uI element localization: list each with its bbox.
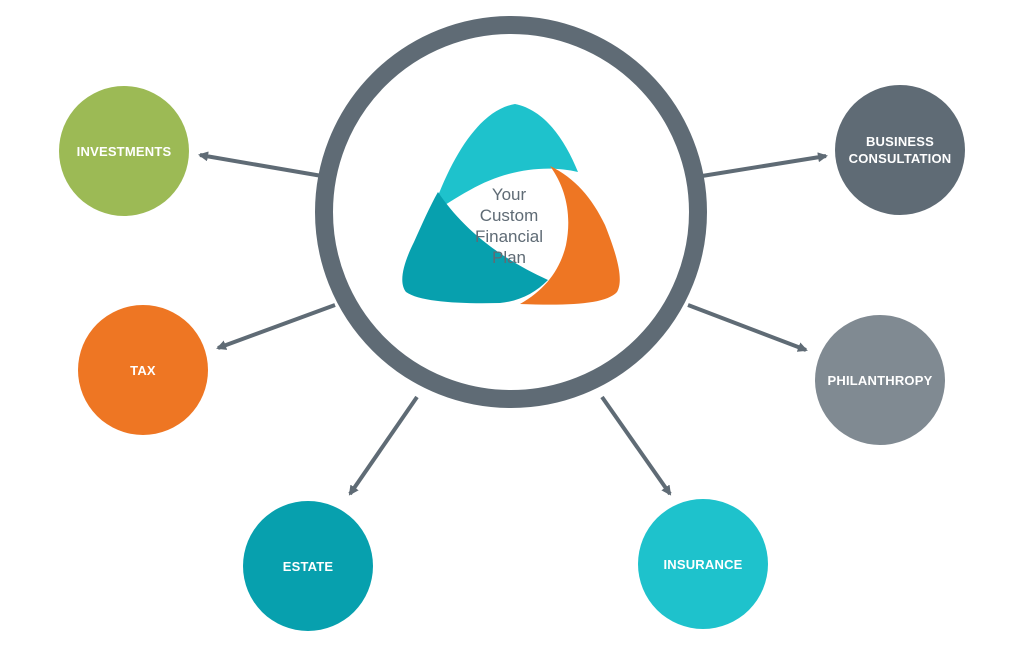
triangle-segment-teal [432,104,578,212]
node-business-consultation[interactable]: BUSINESS CONSULTATION [835,85,965,215]
node-estate-circle [243,501,373,631]
arrow-to-tax [216,303,336,350]
center-title-line: Financial [475,227,543,246]
node-business-consultation-label: CONSULTATION [849,151,952,166]
node-investments-circle [59,86,189,216]
node-estate[interactable]: ESTATE [243,501,373,631]
triangle-logo [402,104,620,305]
node-business-consultation-circle [835,85,965,215]
center-title-line: Your [492,185,527,204]
arrow-to-insurance [600,395,672,496]
node-tax-circle [78,305,208,435]
center-title: Your Custom Financial Plan [475,185,543,267]
node-tax[interactable]: TAX [78,305,208,435]
node-insurance-circle [638,499,768,629]
triangle-segment-dark-teal [402,192,548,304]
center-title-line: Plan [492,248,526,267]
node-philanthropy[interactable]: PHILANTHROPY [815,315,945,445]
node-insurance-label: INSURANCE [663,557,742,572]
node-insurance[interactable]: INSURANCE [638,499,768,629]
center-title-line: Custom [480,206,539,225]
connector-arrows [198,151,828,496]
arrow-to-estate [348,395,419,496]
node-estate-label: ESTATE [283,559,334,574]
node-investments[interactable]: INVESTMENTS [59,86,189,216]
triangle-inner [458,175,558,268]
node-philanthropy-circle [815,315,945,445]
arrow-to-philanthropy [687,303,808,352]
triangle-segment-orange [520,166,620,305]
node-tax-label: TAX [130,363,156,378]
node-philanthropy-label: PHILANTHROPY [828,373,933,388]
arrow-to-investments [198,151,323,178]
node-investments-label: INVESTMENTS [77,144,172,159]
arrow-to-business-consultation [701,152,828,178]
node-business-consultation-label: BUSINESS [866,134,934,149]
